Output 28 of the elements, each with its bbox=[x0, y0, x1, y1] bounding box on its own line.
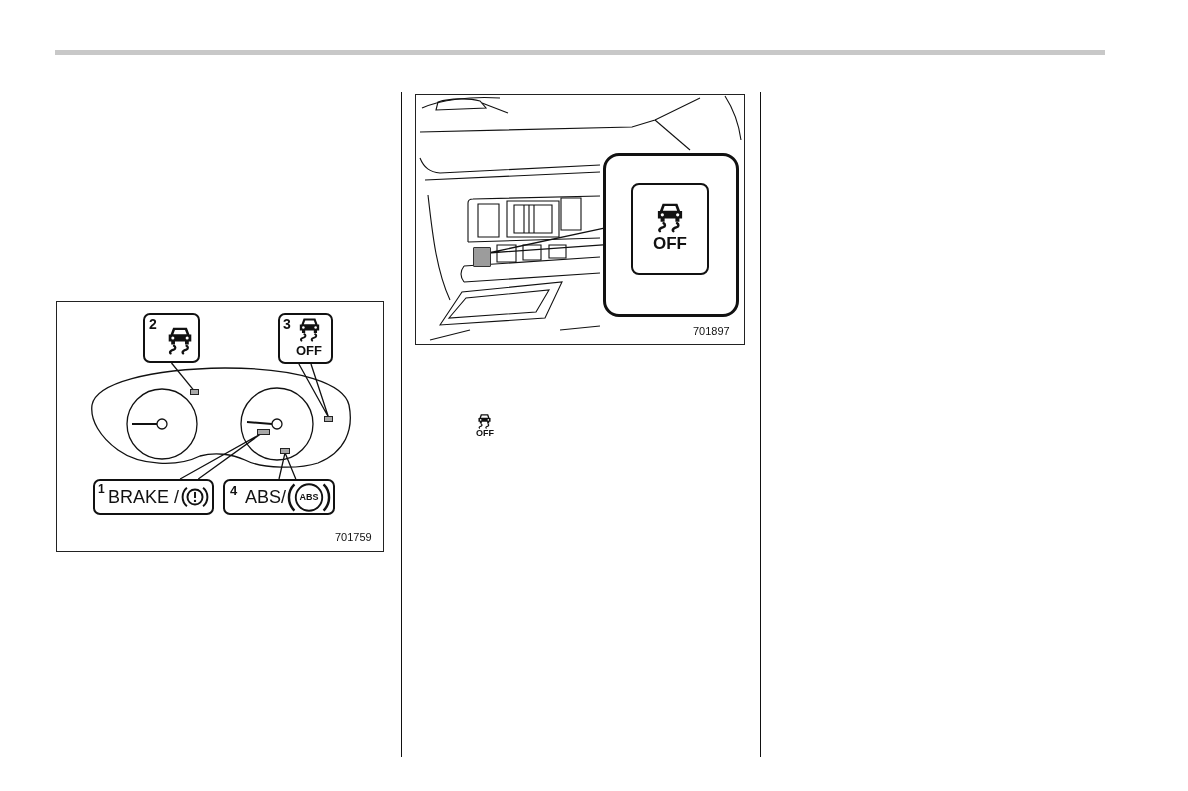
callout-number: 3 bbox=[283, 317, 291, 331]
callout-box bbox=[143, 313, 200, 363]
figure-number: 701897 bbox=[693, 326, 730, 337]
warning-label: BRAKE / bbox=[108, 488, 180, 506]
dashboard-switch bbox=[473, 247, 491, 267]
figure-number: 701759 bbox=[335, 532, 372, 543]
leader-line bbox=[179, 433, 262, 480]
leader-line bbox=[298, 363, 330, 418]
callout-number: 1 bbox=[98, 483, 105, 495]
callout-box bbox=[93, 479, 214, 515]
callout-number: 2 bbox=[149, 317, 157, 331]
indicator-lamp bbox=[280, 448, 290, 454]
symbol-text: OFF bbox=[296, 344, 322, 357]
warning-label: ABS/ bbox=[245, 488, 287, 506]
switch-closeup bbox=[631, 183, 709, 275]
symbol-text: OFF bbox=[653, 235, 687, 252]
indicator-lamp bbox=[257, 429, 270, 435]
figure-frame bbox=[56, 301, 384, 552]
leader-line bbox=[170, 362, 195, 391]
leader-line bbox=[278, 452, 297, 480]
indicator-lamp bbox=[190, 389, 199, 395]
symbol-text: OFF bbox=[476, 429, 494, 438]
callout-number: 4 bbox=[230, 484, 238, 497]
callout-box bbox=[278, 313, 333, 364]
symbol-text: ABS bbox=[299, 492, 319, 502]
callout-box bbox=[223, 479, 335, 515]
zoom-callout bbox=[603, 153, 739, 317]
indicator-lamp bbox=[324, 416, 333, 422]
